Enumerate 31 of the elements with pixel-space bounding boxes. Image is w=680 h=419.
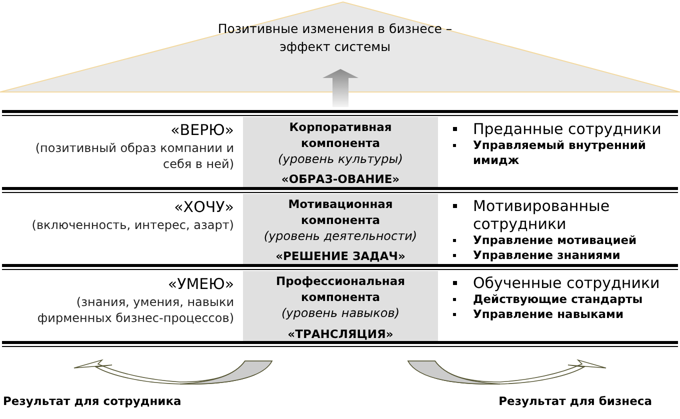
- attitude-heading: «УМЕЮ»: [166, 275, 234, 294]
- roof-text: Позитивные изменения в бизнесе – эффект системы: [216, 20, 454, 56]
- result-sub-item: Управление навыками: [451, 307, 676, 322]
- result-bullet-item: Мотивированные сотрудники: [451, 197, 676, 233]
- component-panel: [243, 271, 438, 343]
- component-keyword: «ОБРАЗ-ОВАНИЕ»: [280, 172, 401, 187]
- component-title: Мотивационная компонента: [287, 196, 394, 228]
- component-level: (уровень деятельности): [262, 228, 418, 244]
- roof-shape: [0, 0, 680, 93]
- attitude-description: (позитивный образ компании и себя в ней): [34, 140, 234, 172]
- attitude-heading: «ВЕРЮ»: [170, 121, 234, 140]
- attitude-description: (знания, умения, навыки фирменных бизнес-процессов): [36, 294, 234, 326]
- attitude-heading: «ХОЧУ»: [173, 198, 234, 217]
- component-level: (уровень навыков): [280, 305, 401, 321]
- result-sub-item: Управление мотивацией: [451, 233, 676, 248]
- result-bullet-item: Преданные сотрудники: [451, 120, 676, 138]
- component-keyword: «РЕШЕНИЕ ЗАДАЧ»: [274, 249, 406, 264]
- result-sub-item: Управляемый внутренний имидж: [451, 138, 676, 168]
- result-sub-item: Действующие стандарты: [451, 292, 676, 307]
- component-title: Профессиональная компонента: [274, 273, 406, 305]
- result-caption: Результат для бизнеса: [498, 394, 652, 408]
- result-sub-item: Управление знаниями: [451, 248, 676, 263]
- component-panel: [243, 194, 438, 265]
- result-caption: Результат для сотрудника: [3, 394, 182, 408]
- component-panel: [243, 117, 438, 188]
- attitude-description: (включенность, интерес, азарт): [30, 217, 234, 233]
- result-bullet-item: Обученные сотрудники: [451, 274, 676, 292]
- component-keyword: «ТРАНСЛЯЦИЯ»: [286, 327, 394, 342]
- component-level: (уровень культуры): [277, 151, 404, 167]
- component-title: Корпоративная компонента: [288, 119, 393, 151]
- arrow: [322, 69, 358, 107]
